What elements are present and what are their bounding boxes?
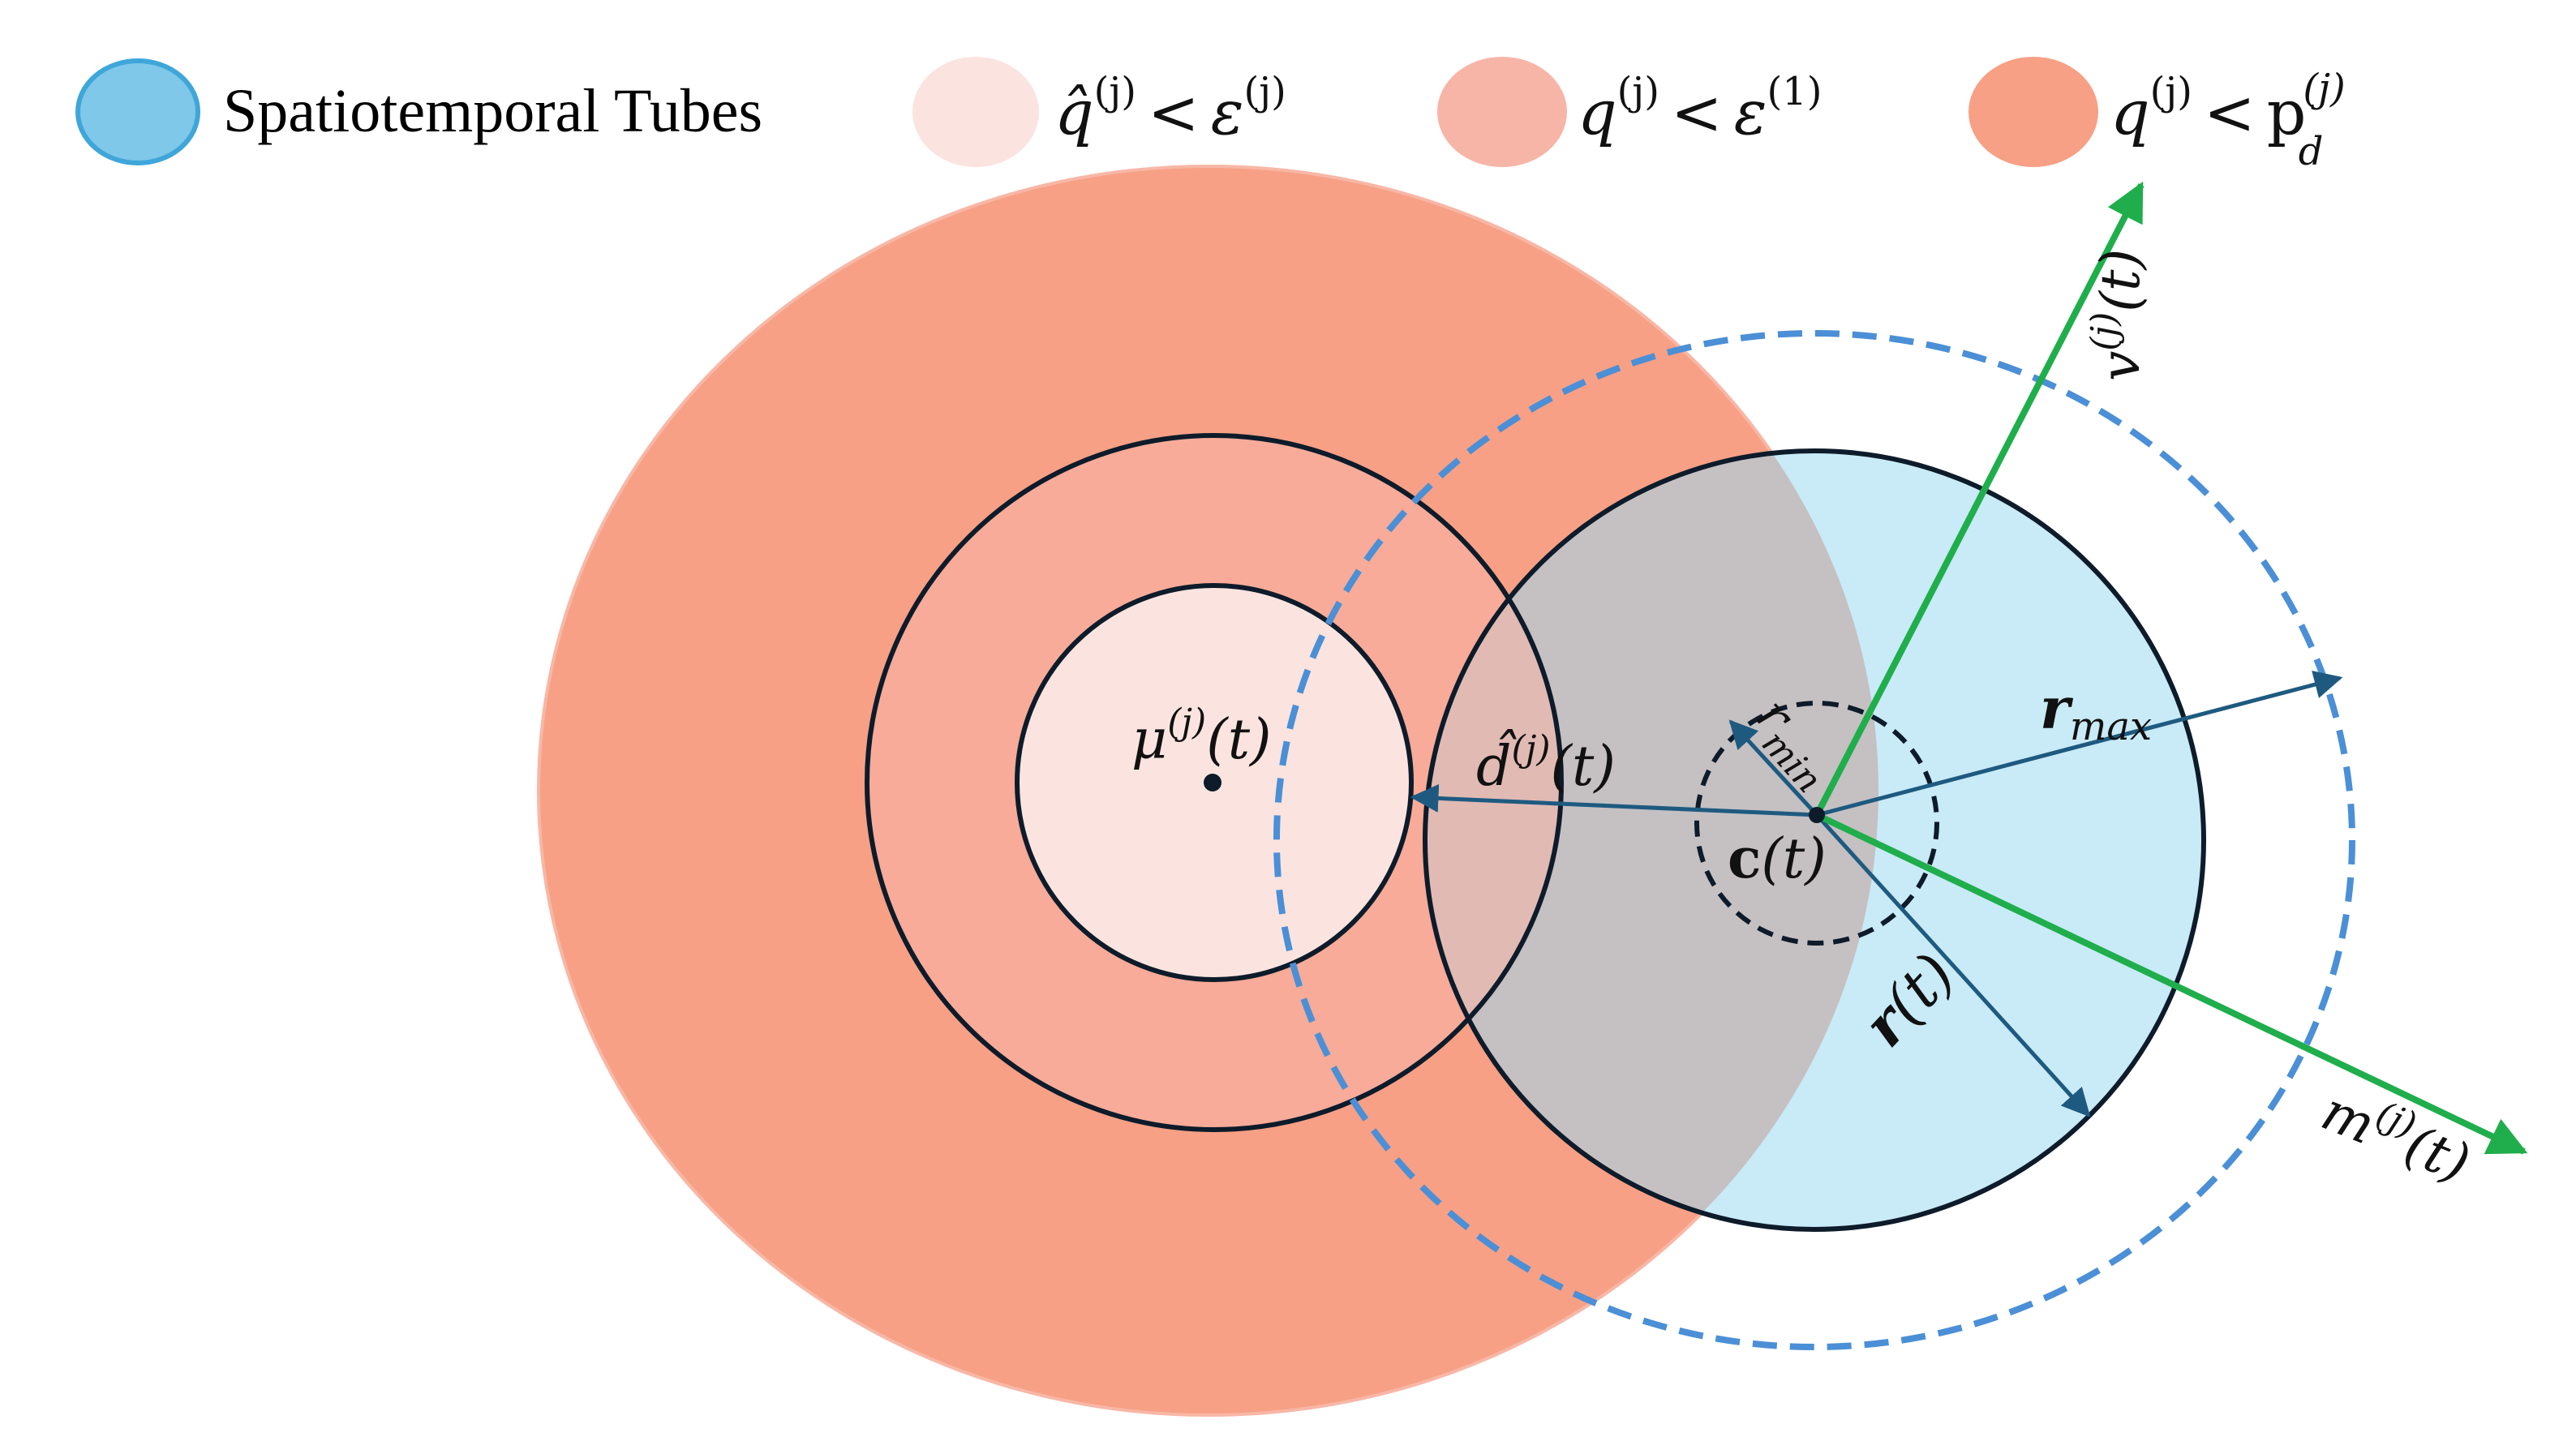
dhat-label: d̂(j)(t) <box>1476 728 1616 799</box>
rmin-arrow <box>1728 719 1818 817</box>
rmax-label: rmax <box>2040 675 2152 749</box>
r-label: r(t) <box>1849 940 1968 1060</box>
legend-swatch-outer <box>1968 57 2098 167</box>
tube-outline <box>1423 448 2206 1232</box>
legend-swatch-middle <box>1437 57 1567 167</box>
legend: Spatiotemporal Tubes q̂(j)<ε(j) q(j)<ε(1… <box>75 57 2346 174</box>
legend-label-outer: q(j)<p(j)d <box>2110 66 2346 174</box>
m-arrow <box>1815 812 2528 1155</box>
mu-label: μ(j)(t) <box>1131 701 1272 772</box>
c-point <box>1809 807 1825 823</box>
rmax-arrow <box>1816 671 2343 817</box>
v-label: v(j)(t) <box>2084 249 2152 381</box>
legend-swatch-inner <box>912 57 1039 167</box>
rmin-dashed-circle <box>1694 701 1939 946</box>
legend-label-tubes: Spatiotemporal Tubes <box>223 77 762 145</box>
legend-swatch-tubes <box>75 58 200 165</box>
mu-point <box>1204 774 1221 791</box>
legend-label-middle: q(j)<ε(1) <box>1578 69 1822 148</box>
legend-label-inner: q̂(j)<ε(j) <box>1054 69 1286 148</box>
rmax-dashed-circle <box>1273 330 2355 1350</box>
dhat-arrow <box>1410 783 1818 817</box>
v-arrow <box>1814 181 2145 817</box>
r-arrow <box>1815 813 2091 1117</box>
c-label: c(t) <box>1728 826 1827 891</box>
